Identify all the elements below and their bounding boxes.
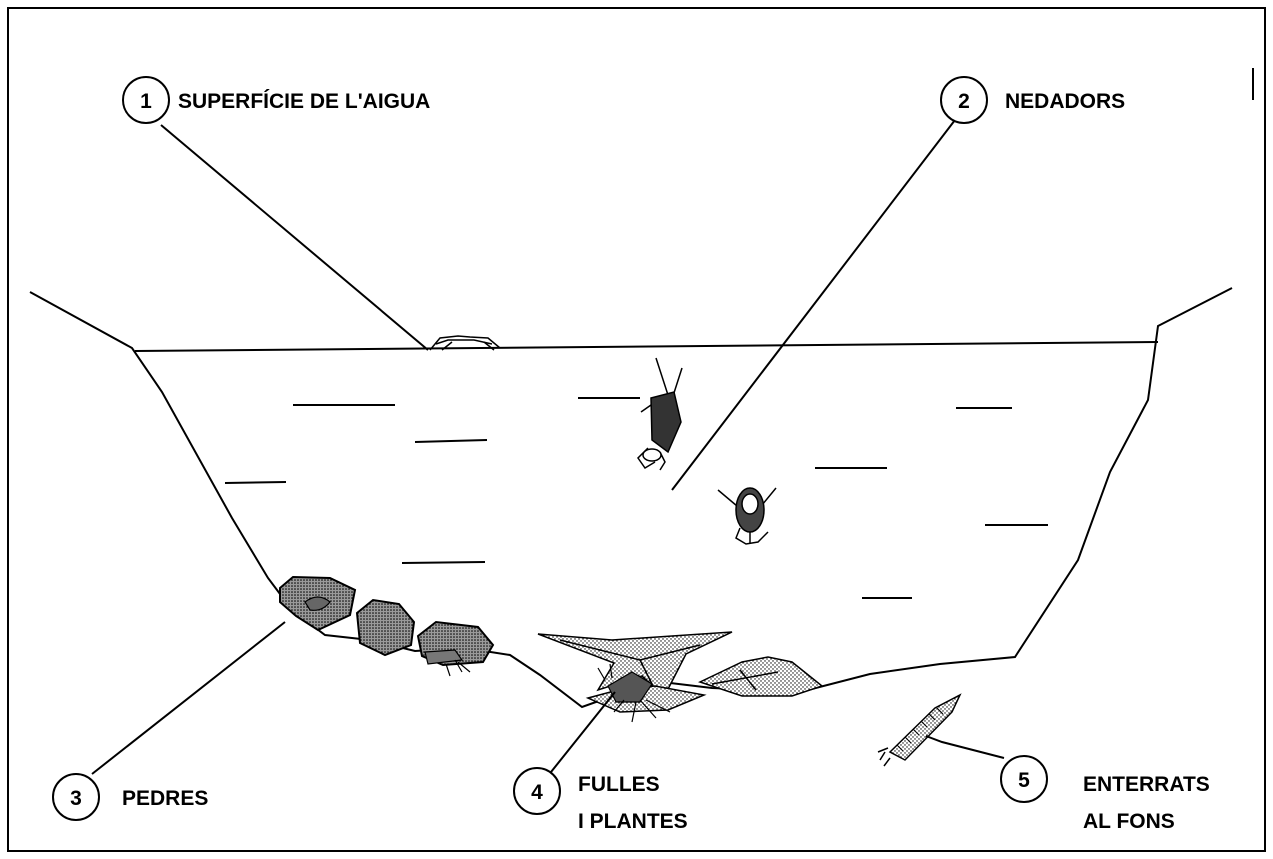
callout-number: 1: [140, 90, 152, 113]
callout-2: 2 NEDADORS: [940, 76, 1125, 124]
callout-label: I PLANTES: [578, 810, 688, 833]
frame-border: [7, 7, 1266, 852]
callout-1: 1 SUPERFÍCIE DE L'AIGUA: [122, 76, 430, 124]
callout-label: FULLES: [578, 773, 660, 796]
water-beetle-icon: [637, 357, 683, 471]
callout-label: SUPERFÍCIE DE L'AIGUA: [178, 90, 430, 113]
stone-icon: [355, 598, 416, 657]
callout-label: NEDADORS: [1005, 90, 1125, 113]
callout-label: ENTERRATS: [1083, 773, 1210, 796]
callout-number: 2: [958, 90, 970, 113]
callout-circle: [1000, 755, 1048, 803]
water-bug-icon: [717, 487, 777, 545]
callout-circle: [513, 767, 561, 815]
nymph-icon: [597, 663, 671, 723]
callout-number: 4: [531, 781, 543, 804]
water-ripples: [224, 397, 1048, 599]
callout-number: 5: [1018, 769, 1030, 792]
callout-label: AL FONS: [1083, 810, 1175, 833]
leaves-group: [537, 631, 824, 723]
nymph-icon: [424, 649, 471, 677]
leader-lines: [91, 119, 1005, 775]
leaf-icon: [697, 656, 824, 697]
callout-circle: [940, 76, 988, 124]
stones-group: [279, 575, 495, 677]
callout-label: PEDRES: [122, 787, 208, 810]
water-surface-line: [134, 341, 1159, 352]
callout-5: 5 ENTERRATS AL FONS: [1000, 755, 1210, 833]
callout-4: 4 FULLES I PLANTES: [513, 767, 688, 833]
callout-3: 3 PEDRES: [52, 773, 208, 821]
worm-larva-icon: [877, 693, 962, 767]
callout-number: 3: [70, 787, 82, 810]
callout-circle: [52, 773, 100, 821]
water-strider-icon: [429, 335, 501, 351]
callout-circle: [122, 76, 170, 124]
